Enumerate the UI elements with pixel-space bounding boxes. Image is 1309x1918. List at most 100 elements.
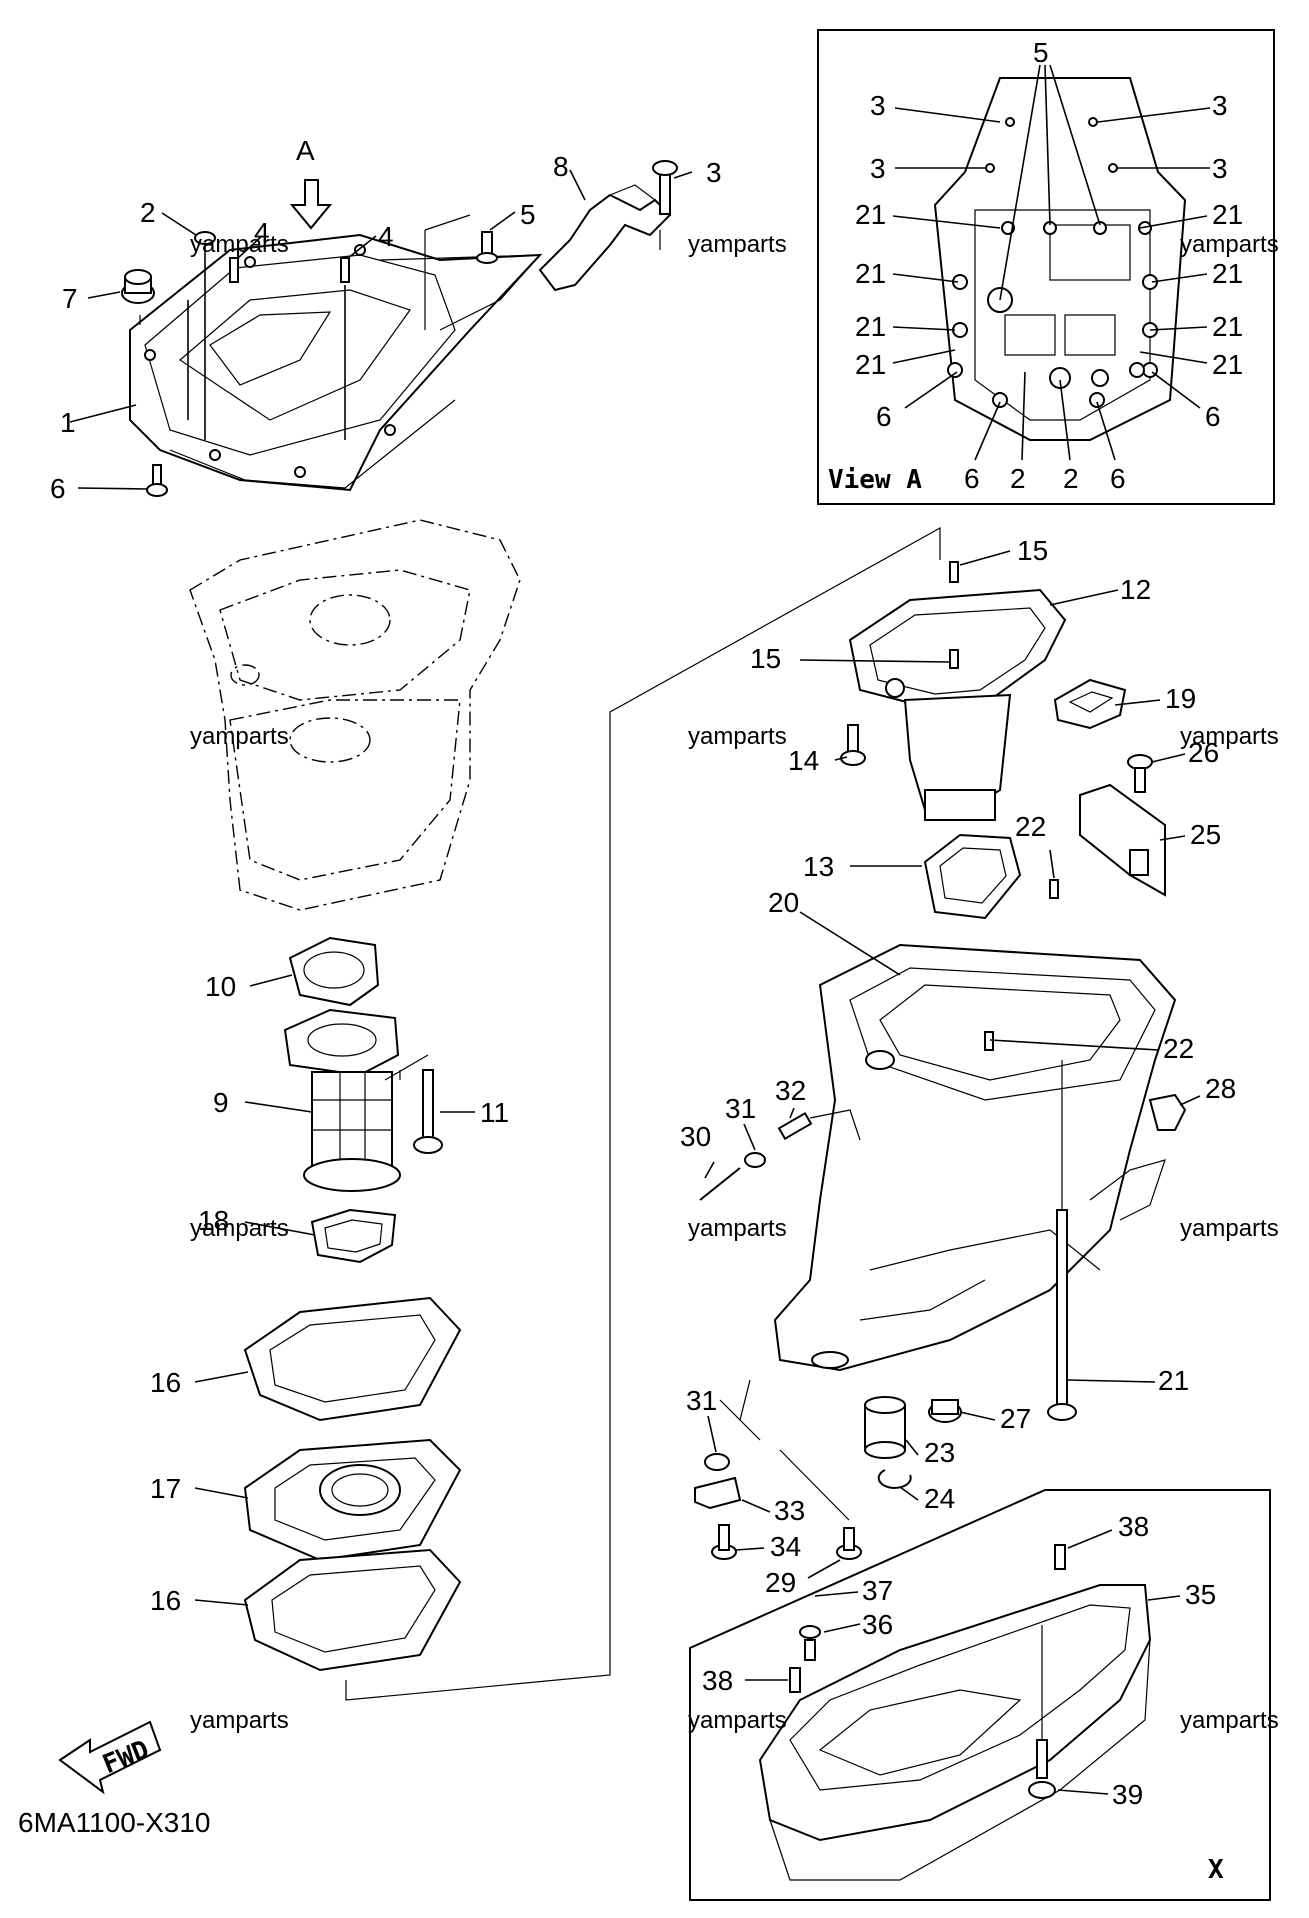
callout-21: 21 [1158,1365,1189,1396]
callout-13: 13 [803,851,834,882]
callout-26: 26 [1188,737,1219,768]
bolt-part-11 [384,1054,443,1154]
view-a-callout-6c: 6 [964,463,980,494]
callout-8: 8 [553,151,569,182]
view-a-callout-5: 5 [1033,37,1049,68]
watermark-7: yamparts [190,1215,289,1242]
view-a-callout-6b: 6 [1205,401,1221,432]
watermark-4: yamparts [190,723,289,750]
long-bolt-part-21 [1047,1060,1077,1421]
watermark-8: yamparts [688,1215,787,1242]
callout-15b: 15 [750,643,781,674]
watermark-2: yamparts [688,231,787,258]
bolt-part-14 [840,724,866,766]
arrow-a-label: A [296,135,315,166]
callout-3: 3 [706,157,722,188]
leaders-top-left [69,169,693,490]
view-a-callout-3c: 3 [870,153,886,184]
callout-27: 27 [1000,1403,1031,1434]
callout-11: 11 [480,1097,509,1128]
bolts-top-left [146,160,678,497]
gasket-part-10 [288,936,380,1007]
callout-9: 9 [213,1087,229,1118]
callout-4b: 4 [378,221,394,252]
callout-7: 7 [62,283,78,314]
watermark-12: yamparts [1180,1707,1279,1734]
seal-part-18 [310,1208,397,1264]
watermark-10: yamparts [190,1707,289,1734]
view-a-caption: View A [828,465,922,495]
callout-4a: 4 [254,217,270,248]
view-a-callout-2a: 2 [1010,463,1026,494]
view-a-callout-21a: 21 [855,199,886,230]
view-a-callout-21d: 21 [1212,258,1243,289]
plate-part-17 [243,1438,462,1562]
callout-33: 33 [774,1495,805,1526]
fwd-arrow: FWD [58,1720,162,1795]
watermark-5: yamparts [688,723,787,750]
upper-casing-assembly [129,233,543,492]
part-code: 6MA1100-X310 [18,1807,211,1838]
callout-31a: 31 [725,1093,756,1124]
watermarks: yamparts yamparts yamparts yamparts yamp… [190,231,1279,1734]
callout-36: 36 [862,1609,893,1640]
watermark-11: yamparts [688,1707,787,1734]
view-a-callout-21b: 21 [1212,199,1243,230]
callout-20: 20 [768,887,799,918]
plate-part-25 [1079,783,1166,897]
callout-5: 5 [520,199,536,230]
watermark-3: yamparts [1180,231,1279,258]
watermark-6: yamparts [1180,723,1279,750]
plug-part-7 [121,269,155,304]
callout-18: 18 [198,1205,229,1236]
box-x-caption: X [1208,1855,1224,1885]
leaders-right-column [704,550,1201,1579]
exhaust-guide-part-9 [283,1008,401,1192]
view-a-callout-2b: 2 [1063,463,1079,494]
lower-casing-part-20 [773,879,1177,1372]
callout-39: 39 [1112,1779,1143,1810]
view-a-callout-6a: 6 [876,401,892,432]
callout-17: 17 [150,1473,181,1504]
seal-part-13 [923,833,1022,920]
callout-14: 14 [788,745,819,776]
callout-2: 2 [140,197,156,228]
parts-30-31-32 [699,1109,861,1201]
part-28 [1148,1093,1187,1131]
view-a-panel: 5 3 3 3 3 21 21 21 21 21 21 21 21 6 6 6 … [817,29,1275,505]
callout-22a: 22 [1015,811,1046,842]
callout-6: 6 [50,473,66,504]
parts-23-24-27 [864,1396,962,1489]
part-19 [1053,678,1127,730]
view-a-callout-21h: 21 [1212,349,1243,380]
callout-16a: 16 [150,1367,181,1398]
callout-35: 35 [1185,1579,1216,1610]
gasket-part-16-lower [243,1548,462,1672]
callout-22b: 22 [1163,1033,1194,1064]
callout-28: 28 [1205,1073,1236,1104]
view-a-callout-3a: 3 [870,90,886,121]
callout-15a: 15 [1017,535,1048,566]
callout-38a: 38 [1118,1511,1149,1542]
callout-29: 29 [765,1567,796,1598]
callout-32: 32 [775,1075,806,1106]
gasket-part-16-upper [243,1296,462,1422]
callout-23: 23 [924,1437,955,1468]
callout-31b: 31 [686,1385,717,1416]
view-a-callout-21e: 21 [855,311,886,342]
parts-29-31-33-34 [694,1379,862,1560]
callout-37: 37 [862,1575,893,1606]
upper-case-part-12 [848,561,1067,821]
box-x-panel: 38 35 37 36 38 39 X [689,1489,1271,1901]
leaders-left-column [194,974,475,1606]
watermark-1: yamparts [190,231,289,258]
callout-30: 30 [680,1121,711,1152]
view-a-callout-6d: 6 [1110,463,1126,494]
watermark-9: yamparts [1180,1215,1279,1242]
view-a-callout-3d: 3 [1212,153,1228,184]
callout-25: 25 [1190,819,1221,850]
bolt-part-26 [1127,754,1153,793]
view-a-callout-21f: 21 [1212,311,1243,342]
view-a-callout-3b: 3 [1212,90,1228,121]
